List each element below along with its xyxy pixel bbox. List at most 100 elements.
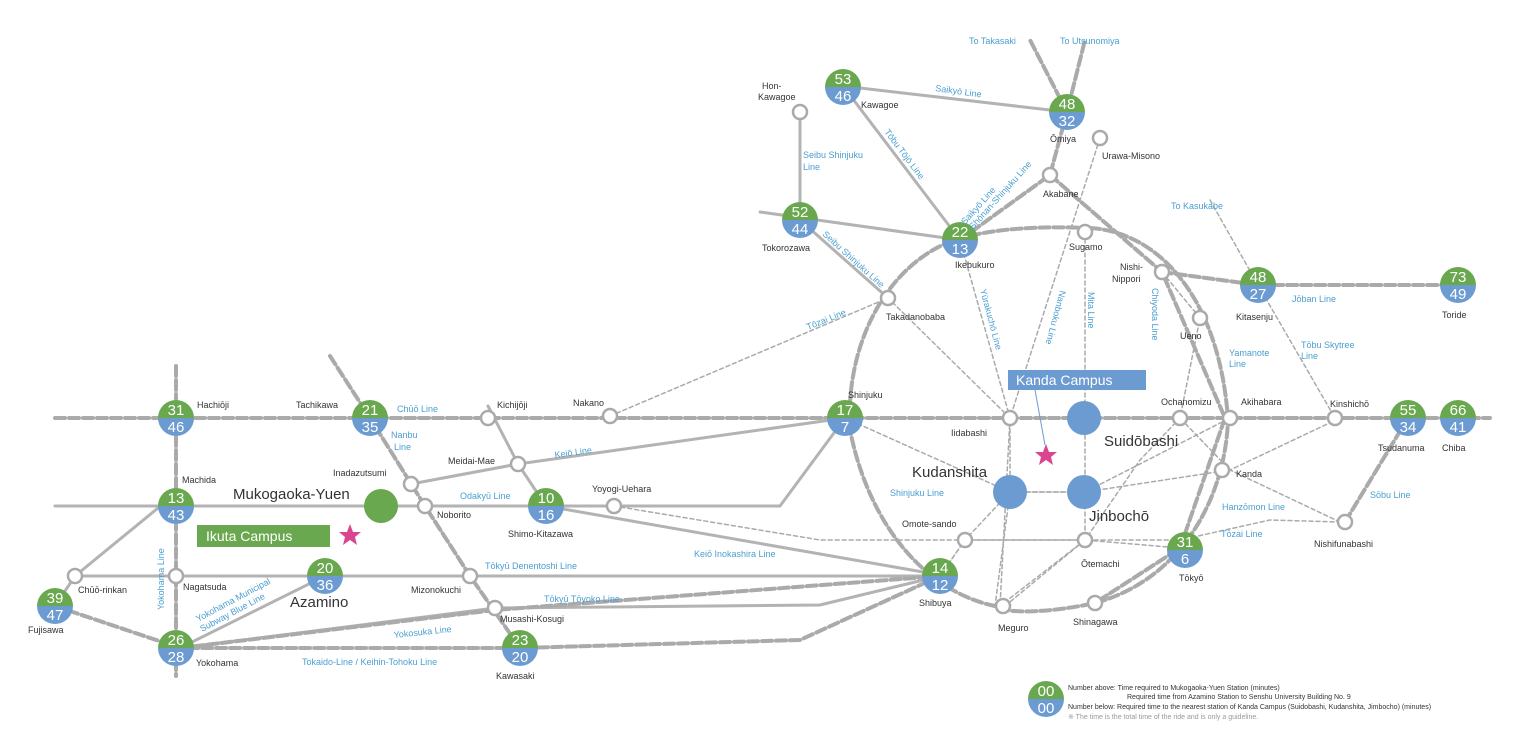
odakyu-line xyxy=(53,416,847,508)
kanda-pointer xyxy=(1034,389,1046,446)
badge-time-bottom: 46 xyxy=(168,419,185,436)
mukogaoka-dot[interactable] xyxy=(364,489,398,523)
station-noborito[interactable] xyxy=(416,497,434,515)
station-chuo-rinkan[interactable] xyxy=(66,567,84,585)
label-otemachi: Ōtemachi xyxy=(1081,559,1120,569)
station-inadazutsumi[interactable] xyxy=(402,475,420,493)
line-tokyu-toyoko: Tōkyū Tōyoko Line xyxy=(544,594,620,604)
line-joban: Jōban Line xyxy=(1292,294,1336,304)
station-akihabara[interactable] xyxy=(1221,409,1239,427)
station-otemachi[interactable] xyxy=(1076,531,1094,549)
kanda-star-icon xyxy=(1035,444,1057,465)
badge-top-half xyxy=(1028,681,1064,699)
badge-bottom-half xyxy=(1390,418,1426,436)
station-kichijoji[interactable] xyxy=(479,409,497,427)
station-sugamo[interactable] xyxy=(1076,223,1094,241)
station-nakano[interactable] xyxy=(601,407,619,425)
station-nagatsuda[interactable] xyxy=(167,567,185,585)
badge-bottom-half xyxy=(825,87,861,105)
station-omote-sando[interactable] xyxy=(956,531,974,549)
line-tobu-tojo: Tōbu Tōjō Line xyxy=(882,127,926,181)
badge-bottom-half xyxy=(827,418,863,436)
label-shinagawa: Shinagawa xyxy=(1073,617,1118,627)
line-odakyu: Odakyū Line xyxy=(460,491,511,501)
station-mizonokuchi[interactable] xyxy=(461,567,479,585)
badge-bottom-half xyxy=(158,648,194,666)
label-ueno: Ueno xyxy=(1180,331,1202,341)
badge-time-top: 52 xyxy=(792,204,809,221)
badge-time-bottom: 35 xyxy=(362,419,379,436)
station-urawa-misono[interactable] xyxy=(1091,129,1109,147)
legend-note: ※ The time is the total time of the ride… xyxy=(1068,714,1258,721)
station-iidabashi[interactable] xyxy=(1001,409,1019,427)
badge-time-bottom: 00 xyxy=(1038,700,1055,717)
odakyu-subway xyxy=(613,505,1341,541)
station-meidai-mae[interactable] xyxy=(509,455,527,473)
label-mizonokuchi: Mizonokuchi xyxy=(411,585,461,595)
badge-bottom-half xyxy=(158,418,194,436)
station-yoyogi-uehara[interactable] xyxy=(605,497,623,515)
station-takadanobaba[interactable] xyxy=(879,289,897,307)
station-akabane[interactable] xyxy=(1041,166,1059,184)
badge-time-top: 20 xyxy=(317,560,334,577)
badge-bottom-half xyxy=(37,606,73,624)
badge-top-half xyxy=(1049,94,1085,112)
label-kanda: Kanda xyxy=(1236,469,1262,479)
kudanshita-dot[interactable] xyxy=(993,475,1027,509)
station-ochanomizu[interactable] xyxy=(1171,409,1189,427)
station-shinagawa[interactable] xyxy=(1086,594,1104,612)
label-hachioji: Hachiōji xyxy=(197,400,229,410)
ikuta-campus-box[interactable] xyxy=(197,525,330,547)
station-kanda[interactable] xyxy=(1213,461,1231,479)
badge-tokyo[interactable]: 316 xyxy=(1167,532,1203,568)
line-shinjuku-line: Shinjuku Line xyxy=(890,488,944,498)
label-tsudanuma: Tsudanuma xyxy=(1378,443,1425,453)
line-yokosuka: Yokosuka Line xyxy=(393,624,452,640)
badge-bottom-half xyxy=(1167,550,1203,568)
station-ueno[interactable] xyxy=(1191,309,1209,327)
badge-shinjuku[interactable]: 177 xyxy=(827,400,863,436)
suidobashi-dot[interactable] xyxy=(1067,401,1101,435)
line-sobu: Sōbu Line xyxy=(1370,490,1411,500)
mukogaoka-label: Mukogaoka-Yuen xyxy=(233,486,350,503)
line-to-kasukabe: To Kasukabe xyxy=(1171,201,1223,211)
station-nishi-nippori[interactable] xyxy=(1153,263,1171,281)
station-musashi-kosugi[interactable] xyxy=(486,599,504,617)
line-seibu-shinjuku-1: Seibu Shinjuku xyxy=(803,150,863,160)
badge-bottom-half xyxy=(158,506,194,524)
station-kinshicho[interactable] xyxy=(1326,409,1344,427)
label-akihabara: Akihabara xyxy=(1241,397,1282,407)
jinbocho-dot[interactable] xyxy=(1067,475,1101,509)
label-chiba: Chiba xyxy=(1442,443,1466,453)
label-ochanomizu: Ochanomizu xyxy=(1161,397,1212,407)
label-yokohama: Yokohama xyxy=(196,658,238,668)
badge-time-bottom: 32 xyxy=(1059,113,1076,130)
station-hon-kawagoe[interactable] xyxy=(791,103,809,121)
badge-time-top: 10 xyxy=(538,490,555,507)
badge-bottom-half xyxy=(502,648,538,666)
tobu-tojo-line xyxy=(841,84,962,242)
kanda-campus-box[interactable] xyxy=(1008,370,1146,390)
badge-time-bottom: 49 xyxy=(1450,286,1467,303)
line-tozai-w: Tōzai Line xyxy=(805,307,847,332)
station-nishifunabashi[interactable] xyxy=(1336,513,1354,531)
station-meguro[interactable] xyxy=(994,597,1012,615)
